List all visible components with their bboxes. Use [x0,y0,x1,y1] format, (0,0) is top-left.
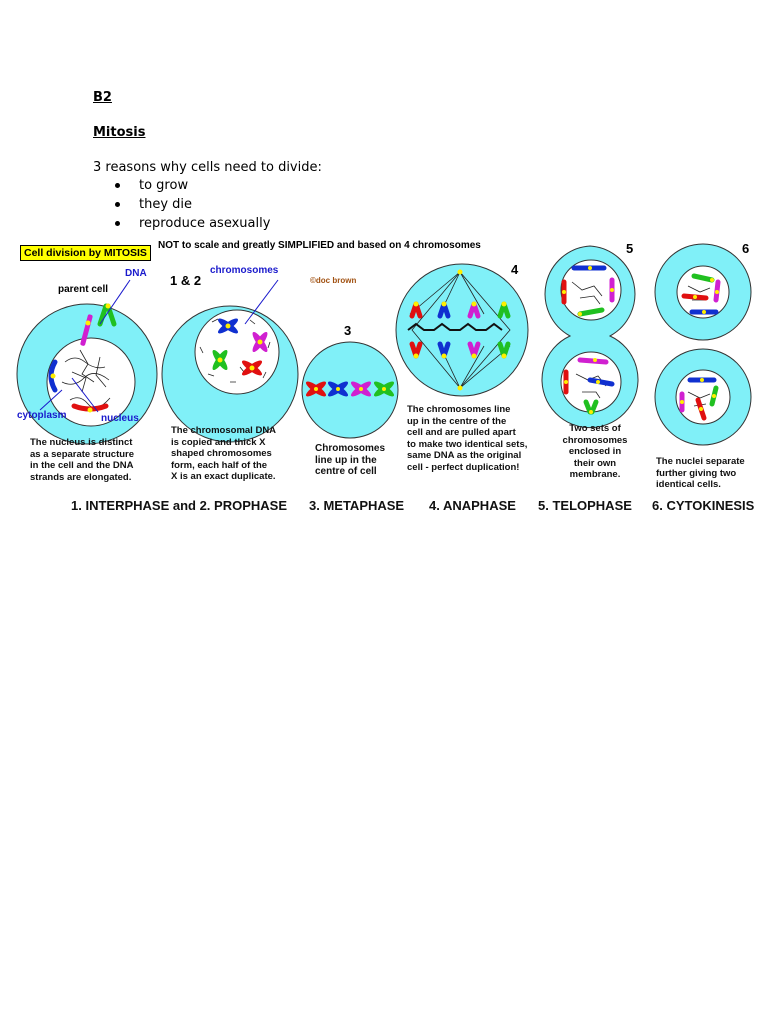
figure-title: Cell division by MITOSIS [20,245,151,261]
label-nucleus: nucleus [101,413,139,424]
phase-label-telophase: 5. TELOPHASE [538,498,632,513]
bullet-icon [115,202,120,207]
document-title: Mitosis [93,125,146,140]
label-cytoplasm: cytoplasm [17,410,67,421]
cytokinesis-cell-icon [654,243,752,446]
anaphase-cell-icon [395,263,529,397]
phase-label-interphase-prophase: 1. INTERPHASE and 2. PROPHASE [71,498,287,513]
stage-number: 1 & 2 [170,273,202,288]
label-parent-cell: parent cell [58,284,109,295]
stage-number: 6 [742,241,750,256]
metaphase-cell-icon [301,341,399,439]
intro-text: 3 reasons why cells need to divide: [93,160,322,175]
prophase-cell-icon [161,279,299,443]
document-code: B2 [93,90,112,105]
stage-number: 4 [511,262,519,277]
list-item: they die [93,195,270,214]
bullet-icon [115,183,120,188]
telophase-cell-icon [541,245,639,429]
phase-label-metaphase: 3. METAPHASE [309,498,405,513]
mitosis-diagram: Cell division by MITOSIS NOT to scale an… [0,232,768,522]
label-chromosomes: chromosomes [210,265,279,276]
cell-illustrations [16,243,752,446]
list-item: to grow [93,176,270,195]
list-item: reproduce asexually [93,214,270,233]
stage-number: 3 [344,323,352,338]
figure-subtitle: NOT to scale and greatly SIMPLIFIED and … [158,240,481,251]
copyright: ©doc brown [310,276,357,285]
parent-cell-icon [16,279,158,445]
phase-label-cytokinesis: 6. CYTOKINESIS [652,498,755,513]
phase-label-anaphase: 4. ANAPHASE [429,498,516,513]
label-dna: DNA [125,268,147,279]
stage-number: 5 [626,241,634,256]
reasons-list: to grow they die reproduce asexually [93,176,270,233]
bullet-icon [115,221,120,226]
